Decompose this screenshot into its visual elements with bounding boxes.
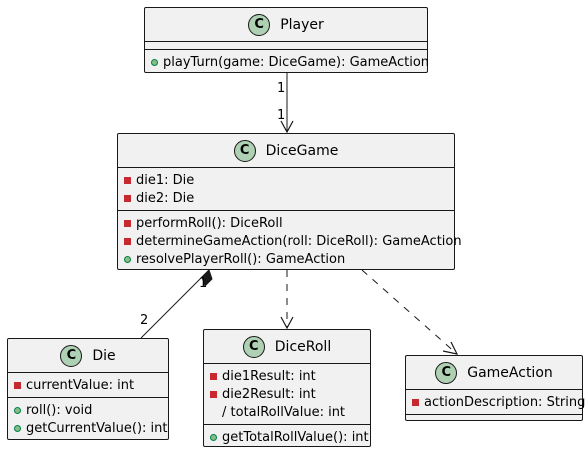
public-visibility-icon [14, 424, 21, 432]
edge-dicegame-diceroll-arrowhead [280, 316, 294, 330]
edge-dicegame-gameaction-arrowhead [442, 341, 459, 355]
edge-dicegame-die-diamond [201, 269, 213, 287]
class-stereotype-icon: C [248, 13, 271, 36]
class-player-name: Player [280, 16, 324, 33]
class-player-header: C Player [145, 8, 427, 42]
class-player-methods: playTurn(game: DiceGame): GameAction [145, 50, 430, 74]
method-text: getCurrentValue(): int [26, 420, 168, 436]
public-visibility-icon [14, 406, 21, 414]
private-visibility-icon [124, 219, 131, 227]
class-diceroll-fields: die1Result: int die2Result: int / totalR… [204, 364, 370, 425]
class-diceroll-header: C DiceRoll [204, 330, 370, 364]
private-visibility-icon [124, 176, 131, 184]
method-row: resolvePlayerRoll(): GameAction [118, 250, 454, 268]
edge-player-dicegame-arrowhead [280, 120, 294, 134]
field-row: die1Result: int [204, 367, 370, 385]
mult-die-part: 2 [140, 313, 149, 328]
field-text: die1Result: int [222, 368, 316, 384]
class-stereotype-icon: C [435, 361, 458, 384]
class-diceroll-name: DiceRoll [274, 338, 332, 355]
method-text: roll(): void [26, 402, 93, 418]
class-diceroll-methods: getTotalRollValue(): int [204, 425, 370, 449]
field-text: die1: Die [136, 172, 195, 188]
class-gameaction-methods [406, 415, 582, 423]
class-player-fields [145, 42, 427, 50]
class-dicegame-methods: performRoll(): DiceRoll determineGameAct… [118, 211, 462, 271]
mult-player-source: 1 [277, 81, 286, 96]
field-row: actionDescription: String [406, 393, 586, 411]
field-row: / totalRollValue: int [204, 403, 370, 421]
private-visibility-icon [124, 237, 131, 245]
edge-dicegame-gameaction [361, 269, 458, 355]
class-die-methods: roll(): void getCurrentValue(): int [8, 398, 168, 440]
private-visibility-icon [210, 390, 217, 398]
private-visibility-icon [412, 398, 419, 406]
derived-field-spacer [210, 409, 217, 416]
public-visibility-icon [124, 255, 131, 263]
class-stereotype-icon: C [60, 344, 83, 367]
method-row: playTurn(game: DiceGame): GameAction [145, 53, 430, 71]
method-text: playTurn(game: DiceGame): GameAction [163, 54, 430, 70]
class-stereotype-icon: C [233, 139, 256, 162]
class-dicegame-header: C DiceGame [118, 134, 454, 168]
method-text: resolvePlayerRoll(): GameAction [136, 251, 346, 267]
method-row: getTotalRollValue(): int [204, 428, 370, 446]
private-visibility-icon [14, 381, 21, 389]
class-gameaction-fields: actionDescription: String [406, 390, 586, 415]
field-row: die2Result: int [204, 385, 370, 403]
class-dicegame-fields: die1: Die die2: Die [118, 168, 454, 211]
method-row: performRoll(): DiceRoll [118, 214, 454, 232]
class-player[interactable]: C Player playTurn(game: DiceGame): GameA… [144, 7, 430, 74]
edge-dicegame-die [140, 269, 210, 339]
field-row: die1: Die [118, 171, 454, 189]
class-die-name: Die [92, 347, 116, 364]
field-text: / totalRollValue: int [222, 404, 346, 420]
method-row: getCurrentValue(): int [8, 419, 168, 437]
class-die-header: C Die [8, 339, 168, 373]
method-text: determineGameAction(roll: DiceRoll): Gam… [136, 233, 462, 249]
private-visibility-icon [210, 372, 217, 380]
private-visibility-icon [124, 194, 131, 202]
method-row: roll(): void [8, 401, 168, 419]
mult-dicegame-target: 1 [277, 108, 286, 123]
class-die[interactable]: C Die currentValue: int roll(): void get… [7, 338, 169, 440]
class-diceroll[interactable]: C DiceRoll die1Result: int die2Result: i… [203, 329, 371, 447]
field-row: currentValue: int [8, 376, 168, 394]
class-gameaction[interactable]: C GameAction actionDescription: String [405, 355, 586, 423]
class-gameaction-header: C GameAction [406, 356, 582, 390]
field-row: die2: Die [118, 189, 454, 207]
mult-dicegame-composite: 1 [199, 276, 208, 291]
method-row: determineGameAction(roll: DiceRoll): Gam… [118, 232, 462, 250]
class-dicegame-name: DiceGame [265, 142, 339, 159]
field-text: die2: Die [136, 190, 195, 206]
field-text: die2Result: int [222, 386, 316, 402]
class-gameaction-name: GameAction [467, 364, 553, 381]
field-text: currentValue: int [26, 377, 135, 393]
method-text: getTotalRollValue(): int [222, 429, 369, 445]
field-text: actionDescription: String [424, 394, 586, 410]
class-die-fields: currentValue: int [8, 373, 168, 398]
class-dicegame[interactable]: C DiceGame die1: Die die2: Die performRo… [117, 133, 462, 271]
method-text: performRoll(): DiceRoll [136, 215, 283, 231]
public-visibility-icon [210, 433, 217, 441]
public-visibility-icon [151, 58, 158, 66]
class-stereotype-icon: C [242, 335, 265, 358]
